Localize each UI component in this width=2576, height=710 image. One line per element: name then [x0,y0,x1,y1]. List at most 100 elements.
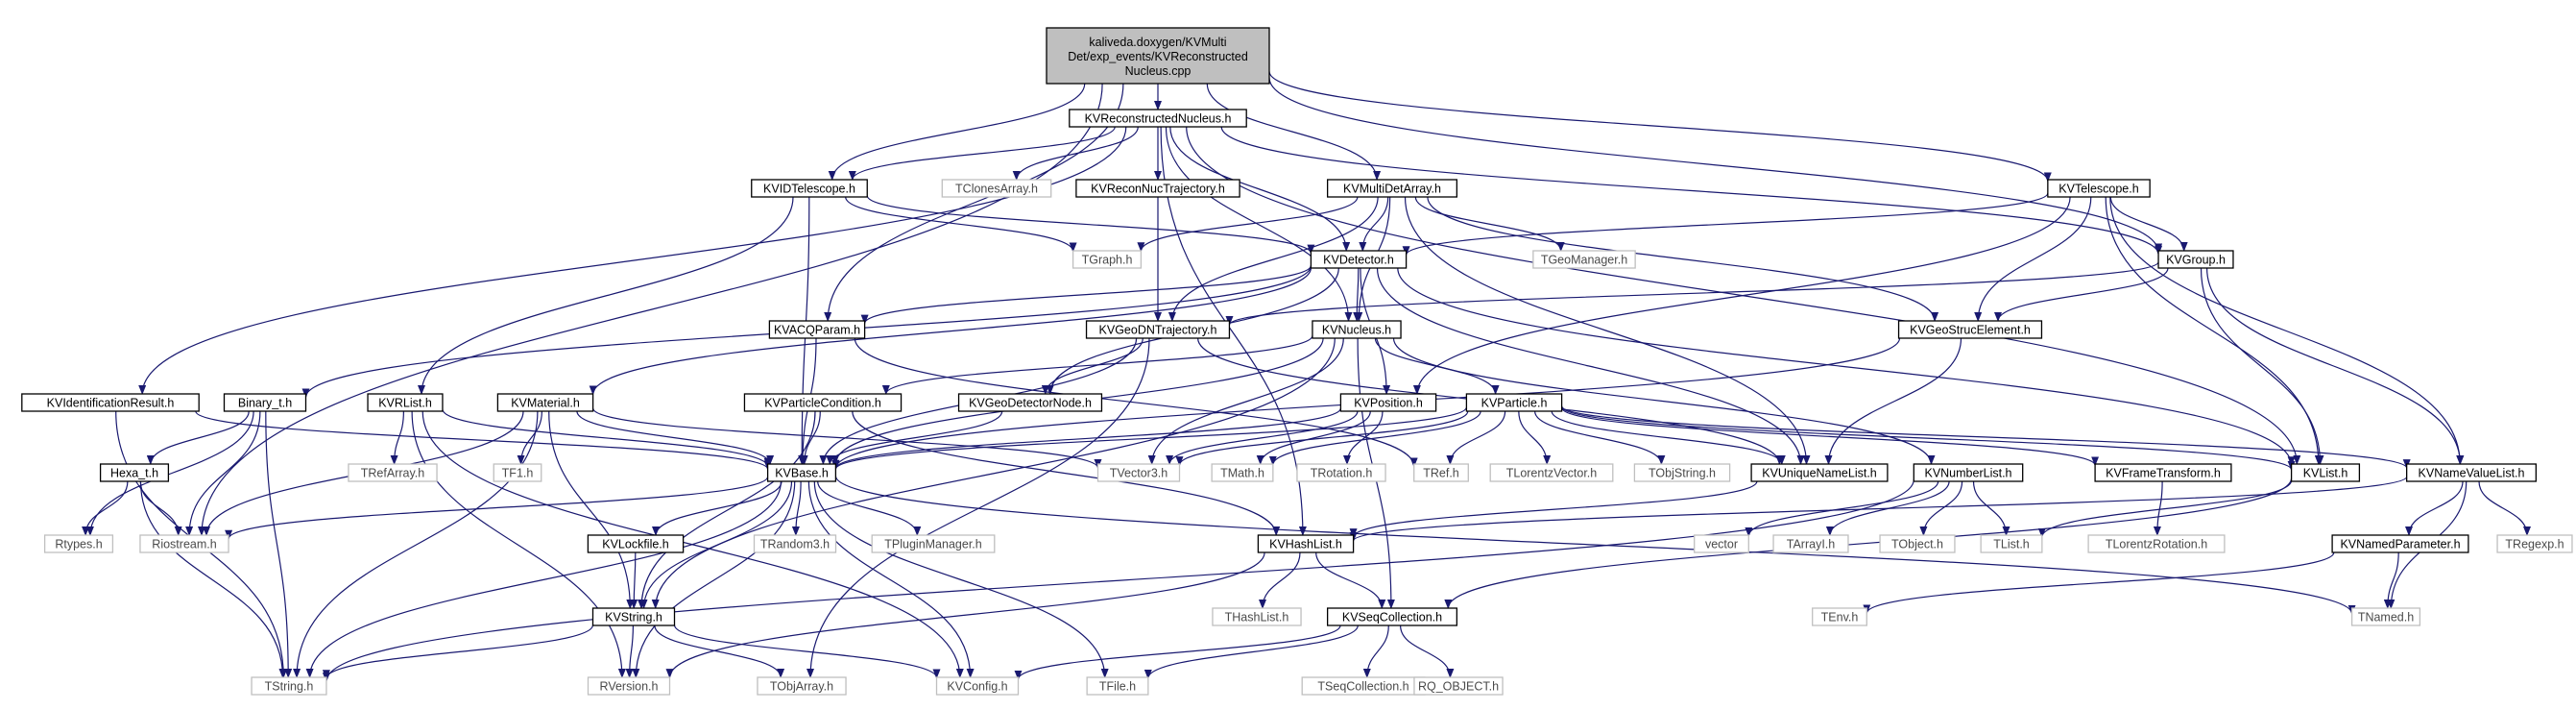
node-box [1339,393,1437,412]
node-label: KVDetector.h [1323,254,1394,267]
node-tarrayi-h: TArrayI.h [1772,534,1849,553]
node-tgraph-h: TGraph.h [1071,250,1143,269]
edge-binary-t-h-to-tstring-h [265,410,293,678]
node-box [251,676,327,696]
node-box [1413,463,1469,482]
node-kvgroup-h[interactable]: KVGroup.h [2157,250,2234,269]
node-label: KVParticle.h [1481,397,1548,410]
node-kvreconstructednucleus-h[interactable]: KVReconstructedNucleus.h [1069,109,1247,128]
node-hexa-t-h[interactable]: Hexa_t.h [99,463,170,482]
node-kvdetector-h[interactable]: KVDetector.h [1310,250,1408,269]
node-box [2047,179,2151,198]
node-label: TMath.h [1220,467,1264,480]
edge-kvtelescope-h-to-kvnamevaluelist-h [2109,196,2465,465]
edge-kvgeostrucelement-h-to-kvuniquenamelist-h [1824,337,1962,465]
edge-kvlist-h-to-kvseqcollection-h [1444,477,2293,609]
node-kvgeodetectornode-h[interactable]: KVGeoDetectorNode.h [957,393,1103,412]
node-kvframetransform-h[interactable]: KVFrameTransform.h [2094,463,2232,482]
node-kvnamevaluelist-h[interactable]: KVNameValueList.h [2405,463,2537,482]
node-kvgeodntrajectory-h[interactable]: KVGeoDNTrajectory.h [1085,320,1231,339]
node-label: TString.h [265,680,314,694]
node-box [871,534,996,553]
node-tnamed-h: TNamed.h [2350,607,2421,626]
node-label: TObjArray.h [770,680,833,694]
node-kvhashlist-h[interactable]: KVHashList.h [1257,534,1355,553]
node-kvgeostrucelement-h[interactable]: KVGeoStrucElement.h [1897,320,2043,339]
node-box [757,676,847,696]
node-label: TRandom3.h [760,538,830,551]
node-kvseqcollection-h[interactable]: KVSeqCollection.h [1327,607,1458,626]
node-label: KVNucleus.h [1322,324,1391,337]
node-binary-t-h[interactable]: Binary_t.h [223,393,307,412]
edge-kvseqcollection-h-to-tfile-h [1144,624,1359,679]
edge-kvseqcollection-h-to-kvconfig-h [1014,624,1341,680]
node-tobjstring-h: TObjString.h [1633,463,1731,482]
node-kvparticle-h[interactable]: KVParticle.h [1465,393,1563,412]
node-kvidtelescope-h[interactable]: KVIDTelescope.h [751,179,868,198]
edge-kvnucleus-h-to-kvparticlecondition-h [881,335,1313,395]
edge-kvgeodntrajectory-h-to-tobjarray-h [807,337,1150,678]
node-kvmultidetarray-h[interactable]: KVMultiDetArray.h [1327,179,1458,198]
edge-kvnamedparameter-h-to-tnamed-h [2383,551,2399,609]
edge-kvhashlist-h-to-thashlist-h [1259,551,1301,609]
node-kvacqparam-h[interactable]: KVACQParam.h [768,320,866,339]
node-box [1069,109,1247,128]
node-box [1096,463,1181,482]
node-box [587,676,671,696]
node-kvnumberlist-h[interactable]: KVNumberList.h [1913,463,2024,482]
node-label: KVRList.h [378,397,432,410]
node-vector: vector [1694,534,1749,553]
edge-kvparticle-h-to-kvuniquenamelist-h [1551,410,1786,465]
edge-kvnucleus-h-to-tvector3-h [1147,337,1344,465]
node-label: Rtypes.h [55,538,102,551]
node-kvreconnuctrajectory-h[interactable]: KVReconNucTrajectory.h [1075,179,1240,198]
node-tobject-h: TObject.h [1879,534,1956,553]
edge-kvuniquenamelist-h-to-kvhashlist-h [1349,480,1758,539]
edge-kvrlist-h-to-trefarray-h [390,410,404,465]
node-box [1327,179,1458,198]
node-tlorentzrotation-h: TLorentzRotation.h [2087,534,2226,553]
node-kvstring-h[interactable]: KVString.h [591,607,676,626]
header-nodes: kaliveda.doxygen/KVMultiDet/exp_events/K… [21,27,2573,696]
node-trotation-h: TRotation.h [1296,463,1386,482]
node-kvconfig-h: KVConfig.h [935,676,1020,696]
node-box [348,463,438,482]
node-tclonesarray-h: TClonesArray.h [941,179,1052,198]
edge-kvreconstructednucleus-h-to-kvidtelescope-h [848,126,1116,181]
node-kvlockfile-h[interactable]: KVLockfile.h [587,534,685,553]
node-label: Riostream.h [152,538,216,551]
node-kvlist-h[interactable]: KVList.h [2290,463,2361,482]
node-kvrlist-h[interactable]: KVRList.h [367,393,444,412]
node-kvuniquenamelist-h[interactable]: KVUniqueNameList.h [1750,463,1889,482]
node-trefarray-h: TRefArray.h [348,463,438,482]
edge-kvbase-h-to-tnamed-h [834,476,2356,615]
node-kvmaterial-h[interactable]: KVMaterial.h [496,393,594,412]
edge-kvparticle-h-to-tref-h [1446,410,1506,465]
node-kvtelescope-h[interactable]: KVTelescope.h [2047,179,2151,198]
node-box [367,393,444,412]
node-kvidentificationresult-h[interactable]: KVIdentificationResult.h [21,393,200,412]
edge-kvstring-h-to-rversion-h [625,624,634,678]
node-box [2290,463,2361,482]
node-label: KVFrameTransform.h [2106,467,2221,480]
node-kvbase-h[interactable]: KVBase.h [766,463,837,482]
edge-kvtelescope-h-to-kvdetector-h [1402,192,2049,257]
node-kvnamedparameter-h[interactable]: KVNamedParameter.h [2331,534,2469,553]
edge-hexa-t-h-to-riostream-h [139,480,182,536]
edge-kvlockfile-h-to-kvstring-h [630,551,638,609]
node-label: KVConfig.h [947,680,1007,694]
edge-kvparticle-h-to-kvbase-h [831,406,1467,471]
node-kvnucleus-h[interactable]: KVNucleus.h [1312,320,1402,339]
node-kvparticlecondition-h[interactable]: KVParticleCondition.h [743,393,903,412]
edge-kvtelescope-h-to-kvgeostrucelement-h [1974,196,2092,322]
node-box [766,463,837,482]
node-box [751,179,868,198]
node-box [1772,534,1849,553]
node-box [1071,250,1143,269]
node-label: TPluginManager.h [884,538,982,551]
node-box [1694,534,1749,553]
node-tmath-h: TMath.h [1211,463,1274,482]
node-kvposition-h[interactable]: KVPosition.h [1339,393,1437,412]
node-label: KVLockfile.h [602,538,669,551]
node-box [1897,320,2043,339]
